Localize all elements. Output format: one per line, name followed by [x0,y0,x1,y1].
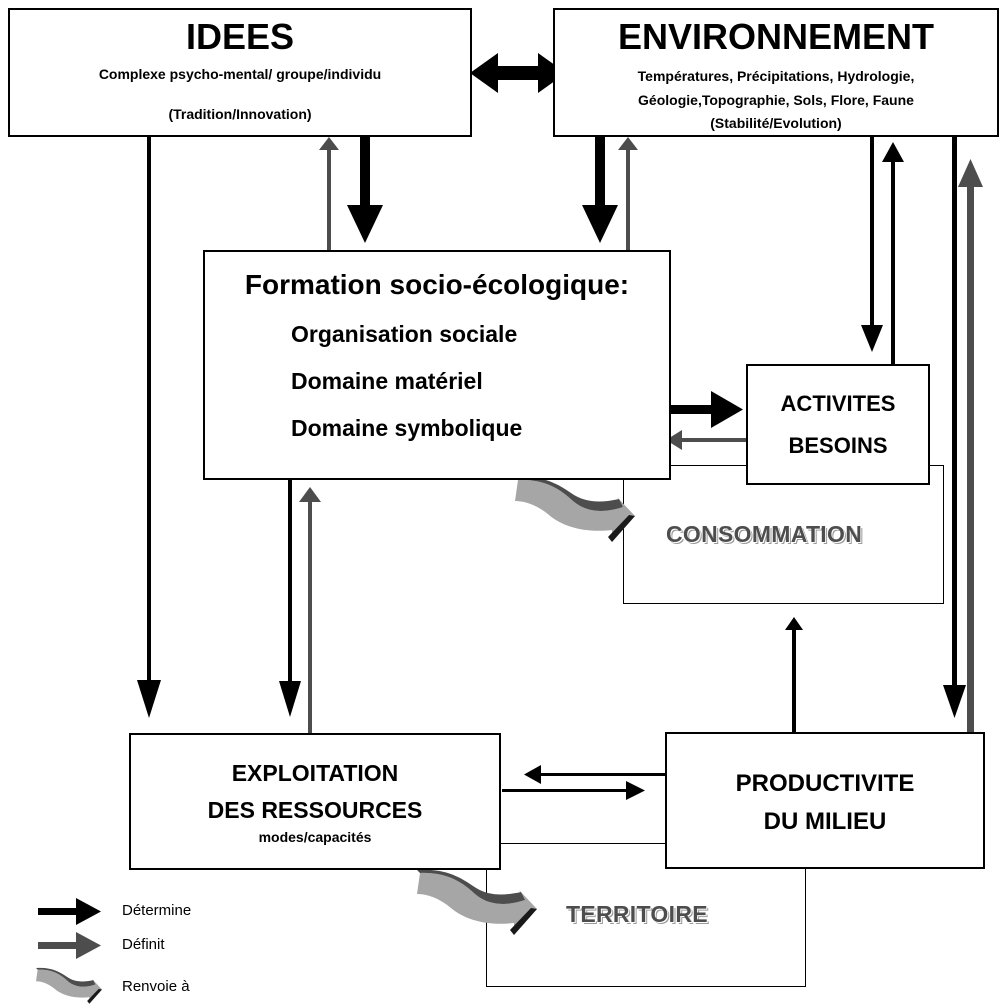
formation-to-idees-arrow [319,137,339,250]
productivite-to-exploitation-arrow [524,765,665,784]
consommation-label: CONSOMMATION [666,521,863,547]
activites-to-formation-arrow [666,430,746,450]
formation-item-symbolique: Domaine symbolique [291,415,523,441]
exploitation-to-productivite-arrow [502,781,645,800]
formation-box: Formation socio-écologique: Organisation… [203,250,671,480]
environnement-to-formation-arrow [582,137,618,243]
environnement-line2: Géologie,Topographie, Sols, Flore, Faune [638,92,914,108]
environnement-to-productivite-arrow [943,137,966,718]
formation-item-materiel: Domaine matériel [291,368,483,394]
environnement-line3: (Stabilité/Evolution) [710,115,842,131]
idees-to-exploitation-arrow [137,137,161,718]
legend-renvoie-swoosh-icon [36,967,102,1004]
productivite-box: PRODUCTIVITE DU MILIEU [665,732,985,869]
environnement-title: ENVIRONNEMENT [617,16,935,57]
productivite-line1: PRODUCTIVITE [735,770,915,797]
legend-definit-arrow-icon [38,932,101,959]
formation-to-exploitation-arrow [279,480,301,717]
territoire-label: TERRITOIRE [566,901,708,927]
formation-to-environnement-arrow [618,137,638,250]
exploitation-to-formation-arrow [299,487,321,733]
productivite-to-environnement-arrow [958,159,983,733]
idees-title: IDEES [185,16,295,57]
legend-definit-label: Définit [122,936,165,953]
formation-title: Formation socio-écologique: [244,269,630,300]
idees-environnement-double-arrow [470,53,566,93]
consommation-panel [623,465,944,604]
activites-box: ACTIVITES BESOINS [746,364,930,485]
idees-box: IDEES Complexe psycho-mental/ groupe/ind… [8,8,472,137]
formation-to-activites-arrow [654,391,743,428]
environnement-to-activites-arrow [861,137,883,352]
exploitation-line2: DES RESSOURCES [207,797,423,823]
productivite-to-consommation-arrow [785,617,803,732]
exploitation-line3: modes/capacités [258,829,372,845]
exploitation-line1: EXPLOITATION [231,760,399,786]
environnement-box: ENVIRONNEMENT Températures, Précipitatio… [553,8,999,137]
activites-line1: ACTIVITES [780,391,896,416]
formation-item-organisation: Organisation sociale [291,321,518,347]
exploitation-box: EXPLOITATION DES RESSOURCES modes/capaci… [129,733,501,870]
activites-to-environnement-arrow [882,142,904,365]
renvoie-swoosh-consommation [515,476,635,542]
idees-to-formation-arrow [347,137,383,243]
renvoie-swoosh-territoire [417,869,537,935]
legend-determine-arrow-icon [38,898,101,925]
idees-subtitle: Complexe psycho-mental/ groupe/individu [98,66,382,82]
idees-note: (Tradition/Innovation) [168,106,312,122]
environnement-line1: Températures, Précipitations, Hydrologie… [637,68,915,84]
legend-determine-label: Détermine [122,902,192,919]
activites-line2: BESOINS [788,433,888,458]
productivite-line2: DU MILIEU [763,808,887,835]
legend-renvoie-label: Renvoie à [122,978,190,995]
